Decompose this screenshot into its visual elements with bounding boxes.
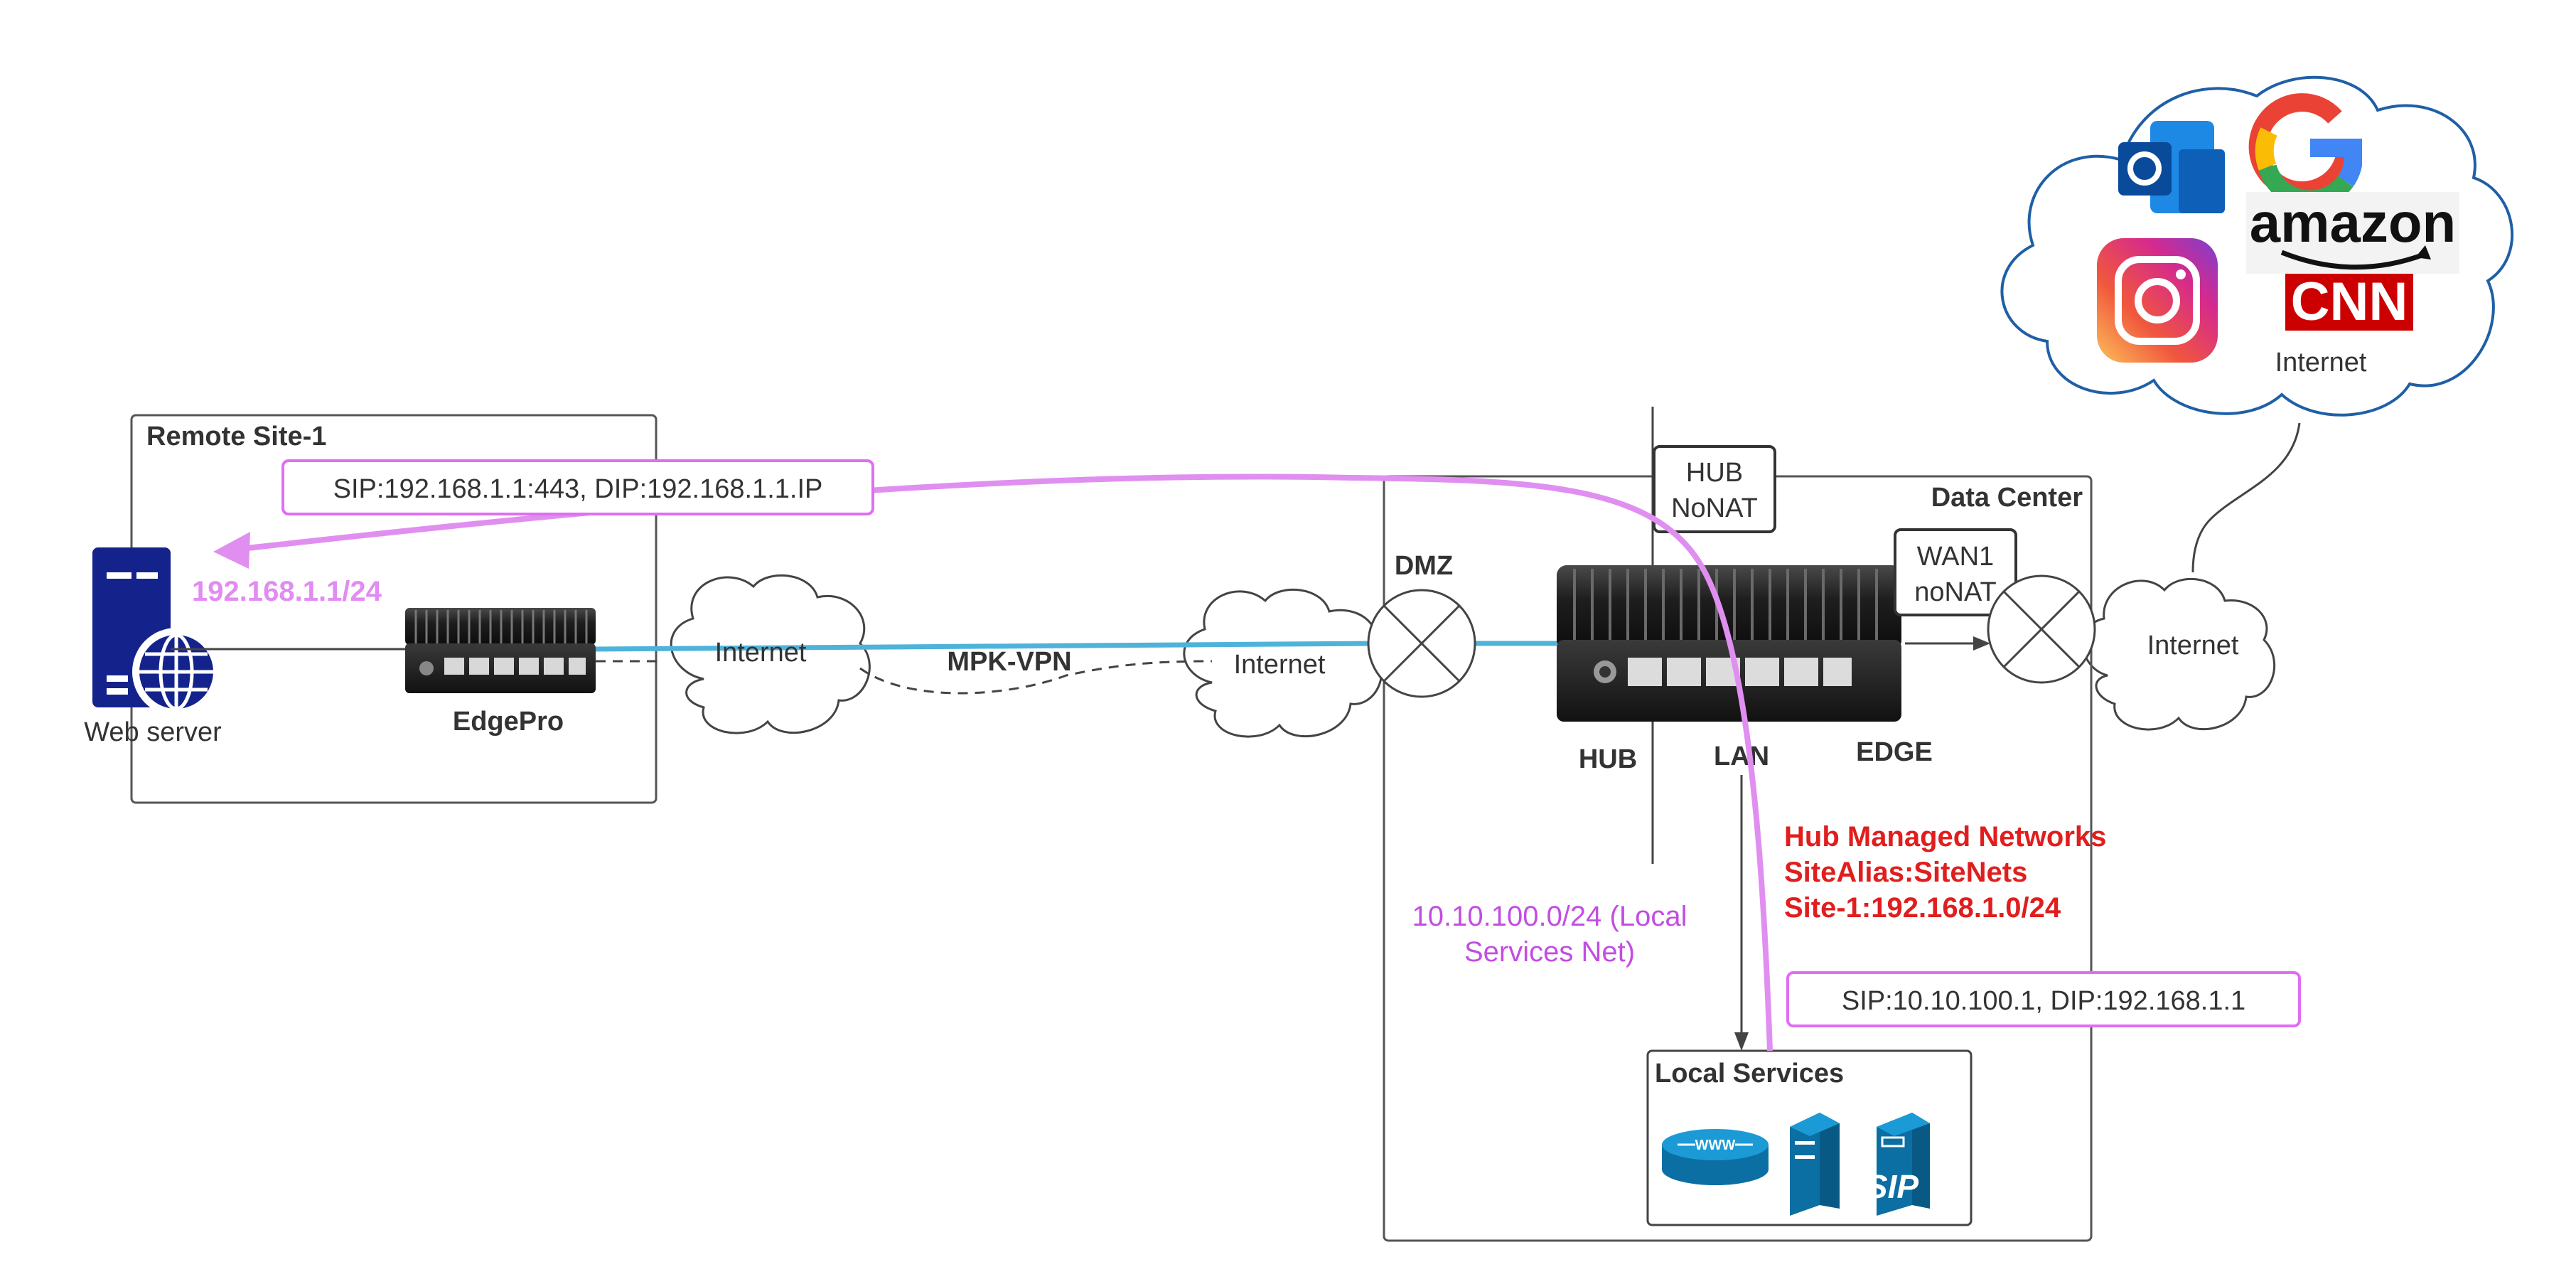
internet-right-label: Internet (2147, 631, 2239, 660)
managed-networks-line3: Site-1:192.168.1.0/24 (1784, 892, 2061, 924)
svg-text:WWW: WWW (1695, 1138, 1736, 1153)
data-center-title: Data Center (1931, 483, 2083, 513)
vpn-label: MPK-VPN (947, 647, 1071, 677)
remote-site-title: Remote Site-1 (146, 422, 326, 451)
internet-mid-label: Internet (1234, 650, 1326, 680)
return-flow-arrowhead (213, 532, 250, 569)
cloud-internet-right (2081, 577, 2276, 731)
remote-sip-dip-box (281, 459, 874, 515)
web-server-label: Web server (84, 717, 222, 747)
managed-networks-line1: Hub Managed Networks (1784, 821, 2106, 852)
hub-label: HUB (1579, 744, 1637, 774)
local-net-line2: Services Net) (1464, 936, 1635, 968)
server-icon (1790, 1113, 1840, 1216)
dc-sip-dip-label: SIP:10.10.100.1, DIP:192.168.1.1 (1842, 986, 2245, 1016)
edge-label: EDGE (1856, 737, 1933, 767)
vpn-dashed-tunnel (859, 660, 1213, 695)
edgepro-label: EdgePro (453, 707, 564, 737)
cloud-connector-line (2191, 422, 2301, 573)
svg-text:CNN: CNN (2291, 272, 2408, 332)
hub-nonat-box (1653, 445, 1776, 533)
outlook-icon (2118, 121, 2225, 213)
wan1-nonat-box (1894, 528, 2017, 616)
dmz-crossed-circle (1367, 589, 1476, 698)
dc-sip-dip-box (1786, 971, 2301, 1027)
local-services-title: Local Services (1655, 1059, 1844, 1088)
data-center-group: Data Center DMZ (1367, 407, 2301, 1242)
edge-wan-arrowhead (1973, 636, 1990, 651)
lan-label: LAN (1714, 742, 1769, 771)
wan1-line2: noNAT (1914, 577, 1996, 607)
svg-text:SIP: SIP (1866, 1168, 1918, 1205)
www-router-icon: WWW (1662, 1129, 1769, 1185)
cloud-internet-left (670, 574, 871, 734)
instagram-icon (2097, 238, 2218, 363)
remote-sip-dip-label: SIP:192.168.1.1:443, DIP:192.168.1.1.IP (333, 474, 823, 504)
hub-nonat-line1: HUB (1686, 458, 1743, 488)
cnn-logo: CNN (2285, 272, 2413, 332)
internet-left-label: Internet (715, 638, 807, 668)
cloud-internet-label: Internet (2275, 348, 2367, 378)
lan-arrowhead (1734, 1032, 1749, 1051)
amazon-logo: amazon (2246, 191, 2459, 274)
dmz-label: DMZ (1395, 551, 1453, 581)
managed-networks-line2: SiteAlias:SiteNets (1784, 857, 2027, 888)
vpn-link (595, 641, 1380, 652)
sip-server-icon: SIP (1866, 1113, 1930, 1216)
remote-site-group: Remote Site-1 Web server 192.168.1.1/24 (84, 414, 658, 804)
svg-text:amazon: amazon (2250, 191, 2456, 254)
wan-crossed-circle (1987, 574, 2096, 684)
hub-edge-router-icon[interactable] (1557, 565, 1901, 722)
wan1-line1: WAN1 (1917, 542, 1994, 572)
local-net-line1: 10.10.100.0/24 (Local (1412, 901, 1687, 932)
hub-nonat-line2: NoNAT (1671, 493, 1758, 523)
web-server-icon[interactable] (92, 547, 220, 716)
remote-subnet-label: 192.168.1.1/24 (192, 576, 382, 607)
edgepro-router-icon[interactable] (405, 608, 596, 693)
